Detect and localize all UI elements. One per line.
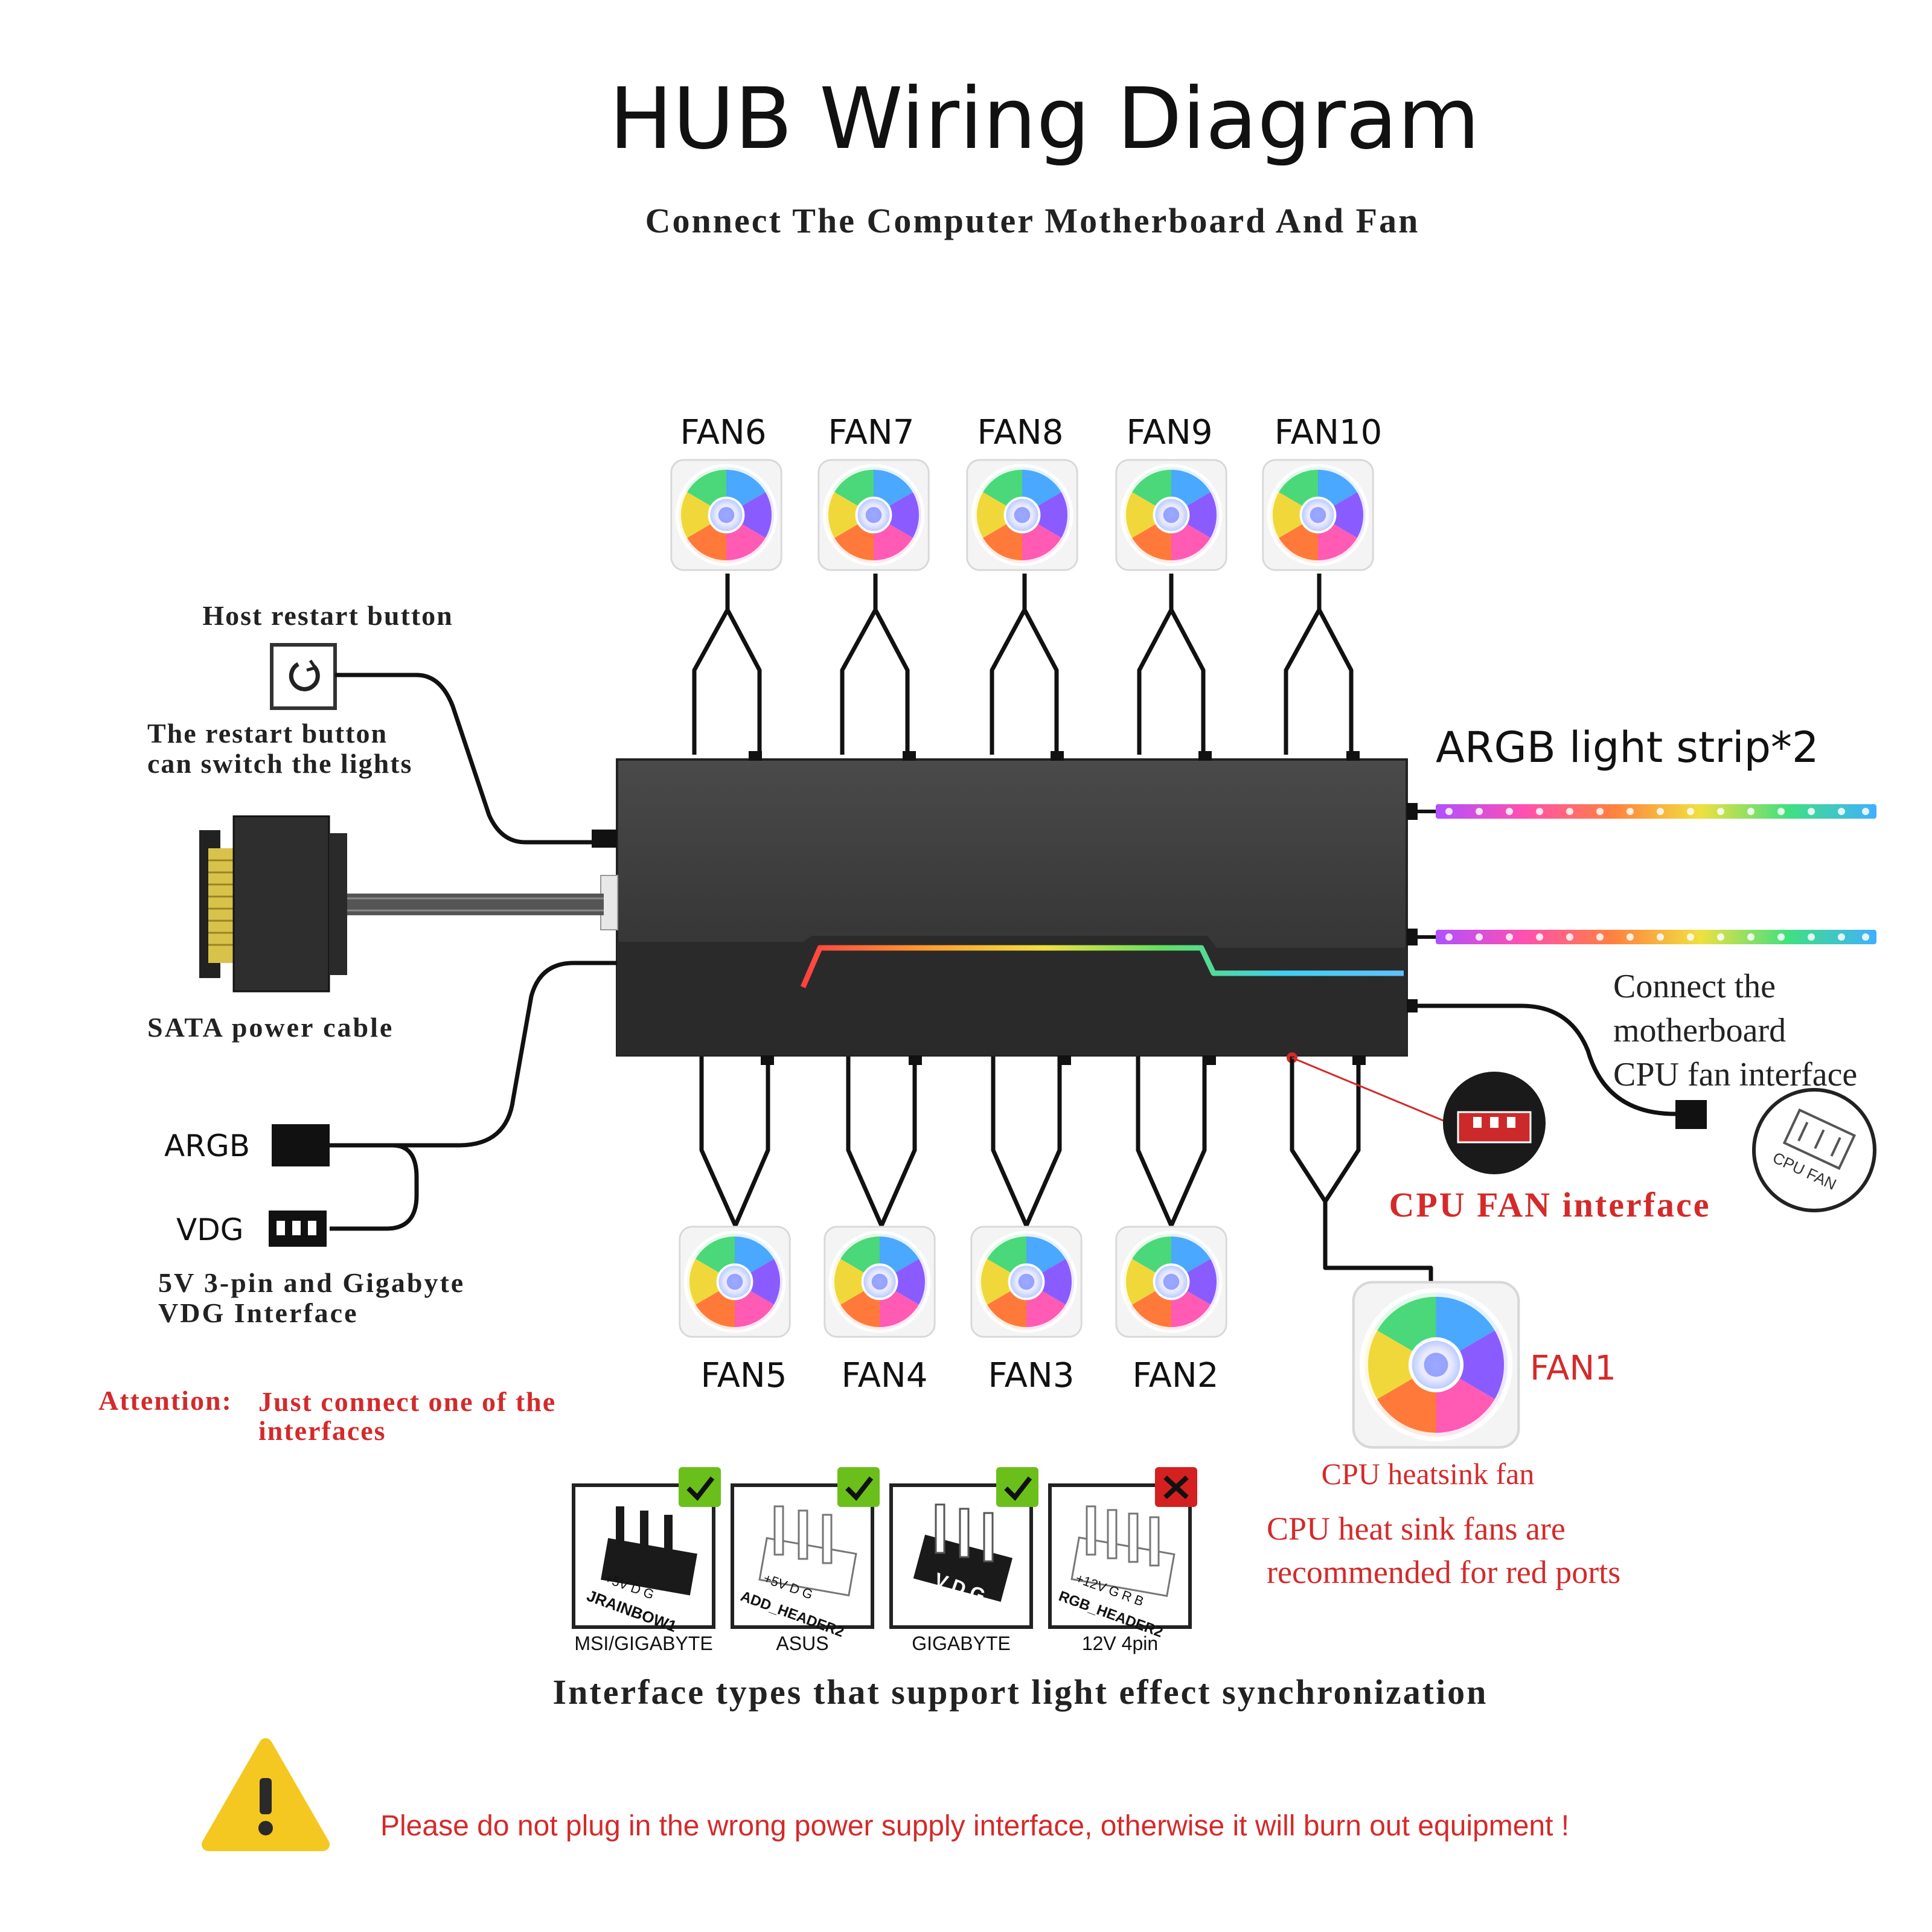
bottom-fan-labels: FAN5 FAN4 FAN3 FAN2: [701, 1356, 1219, 1395]
check-icon: [845, 1476, 874, 1502]
fan-label-2: FAN2: [1133, 1356, 1219, 1395]
attention-line1: Just connect one of the: [258, 1386, 556, 1417]
top-fans: [671, 460, 1373, 570]
host-restart-title: Host restart button: [202, 600, 453, 631]
interface-asus-caption: ASUS: [776, 1633, 828, 1654]
fan-10-icon: [1263, 460, 1373, 570]
interface-card-asus: +5V D G ADD_HEADER2 ASUS: [731, 1467, 880, 1654]
fan-2-icon: [1116, 1227, 1226, 1337]
interface-card-gigabyte: V D G GIGABYTE: [889, 1467, 1038, 1654]
page-title: HUB Wiring Diagram: [609, 70, 1480, 168]
interfaces-caption: Interface types that support light effec…: [553, 1672, 1488, 1712]
fan-label-8: FAN8: [977, 413, 1064, 452]
interface-card-msi: +5V D G JRAINBOW1 MSI/GIGABYTE: [572, 1467, 721, 1654]
check-icon: [1004, 1476, 1032, 1502]
mb-cpu-line2: motherboard: [1613, 1012, 1786, 1049]
fan-label-6: FAN6: [680, 413, 767, 452]
check-icon: [686, 1476, 715, 1502]
attention-prefix: Attention:: [98, 1385, 232, 1416]
restart-button: [270, 643, 337, 710]
host-restart-note-line1: The restart button: [147, 718, 388, 749]
sata-connector: [199, 815, 347, 993]
fan-5-icon: [680, 1227, 790, 1337]
fan-9-icon: [1116, 460, 1226, 570]
interface-gigabyte-caption: GIGABYTE: [912, 1633, 1011, 1654]
mb-cpu-plug: [1675, 1100, 1707, 1129]
cpu-fan-callout-line: [1291, 1057, 1450, 1124]
fan-label-7: FAN7: [828, 413, 915, 452]
cpu-fan-header-icon: CPU FAN: [1752, 1088, 1876, 1212]
cpu-fan-port-zoom: [1443, 1072, 1546, 1174]
argb-cable: [330, 961, 617, 1148]
sata-label: SATA power cable: [147, 1012, 394, 1043]
argb-strip-label: ARGB light strip*2: [1436, 723, 1819, 772]
argb-label: ARGB: [164, 1128, 250, 1163]
hub-body: [592, 751, 1418, 1065]
mb-cpu-line1: Connect the: [1613, 968, 1776, 1005]
page-subtitle: Connect The Computer Motherboard And Fan: [645, 201, 1420, 240]
fan-6-icon: [671, 460, 781, 570]
top-cables: [692, 574, 1354, 755]
warning-triangle-icon: [202, 1738, 330, 1851]
vdg-cable: [330, 1143, 419, 1231]
restart-cable: [335, 673, 595, 845]
cross-icon: [1163, 1476, 1189, 1499]
vdg-connector: [269, 1211, 327, 1247]
fan-label-1: FAN1: [1530, 1349, 1616, 1388]
interface-msi-caption: MSI/GIGABYTE: [574, 1633, 712, 1654]
argb-light-strips: [1418, 804, 1876, 944]
argb-connector: [272, 1124, 330, 1166]
fan-label-3: FAN3: [988, 1356, 1075, 1395]
power-restart-icon: [289, 659, 320, 691]
interface-card-12v: +12V G R B RGB_HEADER2 12V 4pin: [1048, 1467, 1197, 1654]
bottom-fans: [680, 1227, 1518, 1447]
top-fan-labels: FAN6 FAN7 FAN8 FAN9 FAN10: [680, 413, 1383, 452]
fan-3-icon: [971, 1227, 1081, 1337]
interface-12v-caption: 12V 4pin: [1082, 1633, 1158, 1654]
fan-7-icon: [819, 460, 929, 570]
fan-label-5: FAN5: [701, 1356, 787, 1395]
warning-text: Please do not plug in the wrong power su…: [380, 1810, 1569, 1842]
fan-label-9: FAN9: [1127, 413, 1213, 452]
vdg-label: VDG: [176, 1212, 243, 1247]
fan-8-icon: [967, 460, 1077, 570]
fan-label-10: FAN10: [1275, 413, 1383, 452]
host-restart-note-line2: can switch the lights: [147, 748, 412, 779]
fan-4-icon: [825, 1227, 935, 1337]
interface-note-line1: 5V 3-pin and Gigabyte: [158, 1267, 465, 1298]
fan1-note-line2: recommended for red ports: [1267, 1554, 1620, 1590]
fan1-note-line1: CPU heat sink fans are: [1267, 1511, 1566, 1547]
fan-label-4: FAN4: [842, 1356, 928, 1395]
attention-line2: interfaces: [258, 1415, 386, 1446]
mb-cpu-line3: CPU fan interface: [1613, 1056, 1857, 1093]
fan-1-icon: [1354, 1282, 1519, 1448]
interface-note-line2: VDG Interface: [158, 1297, 359, 1328]
mb-cpu-cable: [1418, 1003, 1676, 1116]
fan1-caption: CPU heatsink fan: [1322, 1457, 1535, 1491]
cpu-fan-interface-label: CPU FAN interface: [1389, 1185, 1710, 1224]
